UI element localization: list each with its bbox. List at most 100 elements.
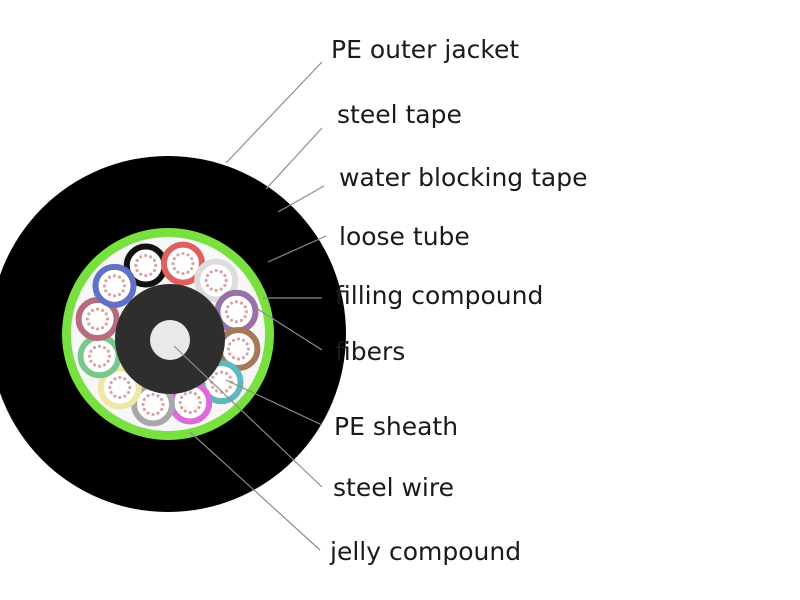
leader-line-loose-tube	[267, 235, 327, 263]
fiber	[117, 292, 122, 297]
green-tube	[77, 334, 122, 379]
fiber	[135, 268, 139, 273]
fiber	[197, 395, 201, 400]
fiber	[152, 268, 157, 273]
fiber	[224, 389, 229, 393]
label-water-blocking-tape: water blocking tape	[339, 163, 588, 192]
fiber	[152, 258, 157, 263]
fiber	[106, 359, 110, 363]
fiber	[183, 392, 187, 396]
blue-tube	[92, 263, 137, 308]
fiber	[90, 326, 95, 330]
fiber	[87, 312, 91, 316]
fiber	[186, 270, 190, 274]
label-pe-outer-jacket: PE outer jacket	[331, 35, 519, 64]
fiber	[181, 271, 185, 276]
label-pe-sheath: PE sheath	[334, 412, 458, 441]
black-tube	[123, 243, 168, 288]
fiber	[106, 349, 110, 353]
fiber	[246, 347, 251, 351]
fiber	[228, 352, 232, 356]
leader-line-pe-outer-jacket	[225, 61, 323, 164]
fiber	[146, 411, 150, 415]
fiber	[209, 270, 213, 274]
fiber	[188, 410, 192, 415]
fiber	[205, 273, 210, 278]
fiber	[118, 395, 122, 400]
fiber	[139, 272, 143, 276]
fiber	[214, 268, 218, 273]
fiber	[176, 253, 180, 257]
fiber	[179, 395, 184, 400]
fiber	[171, 261, 175, 266]
fiber	[113, 377, 117, 381]
fiber	[226, 315, 230, 319]
fiber	[188, 390, 192, 395]
fiber	[117, 275, 122, 279]
fiber	[229, 318, 234, 323]
fiber	[211, 375, 215, 379]
fiber	[105, 317, 110, 321]
fiber	[239, 318, 244, 323]
fiber	[112, 294, 117, 298]
fiber	[179, 405, 184, 410]
leader-line-water-blocking-tape	[277, 185, 325, 213]
fiber	[139, 255, 143, 259]
fiber	[97, 344, 102, 348]
fiber	[104, 322, 108, 326]
fiber	[102, 363, 107, 367]
fiber	[89, 349, 93, 353]
fiber	[245, 342, 249, 346]
fiber	[191, 261, 195, 266]
steel-wire-core	[150, 320, 190, 360]
fiber	[109, 390, 113, 395]
fiber	[172, 266, 176, 271]
fiber	[228, 385, 232, 389]
fiber	[228, 375, 232, 379]
loose-tube-ring	[160, 241, 205, 286]
fiber	[118, 375, 122, 380]
fiber	[87, 354, 92, 358]
fiber	[243, 315, 247, 319]
fiber	[112, 274, 117, 278]
fiber	[154, 263, 158, 268]
fiber	[107, 275, 112, 279]
fiber	[223, 283, 227, 288]
fiber	[190, 266, 194, 271]
fiber	[92, 345, 97, 350]
fiber	[160, 397, 164, 402]
leader-line-fibers	[255, 307, 323, 351]
fiber	[104, 279, 108, 283]
loose-tube-ring	[75, 297, 120, 342]
fiber	[134, 263, 138, 268]
fiber	[239, 301, 244, 305]
fiber	[151, 392, 155, 397]
fiber	[197, 405, 201, 410]
fiber	[85, 317, 90, 321]
fiber	[126, 390, 131, 395]
component-labels: PE outer jacket steel tape water blockin…	[329, 35, 588, 566]
fiber	[151, 412, 155, 417]
fiber	[186, 253, 190, 257]
loose-tubes-group	[75, 241, 261, 427]
fiber	[102, 284, 107, 288]
fiber	[226, 305, 230, 309]
fiber	[241, 356, 246, 360]
leader-line-steel-wire	[173, 345, 323, 488]
fiber	[214, 288, 218, 293]
fiber	[142, 397, 146, 402]
fiber	[104, 312, 108, 316]
fiber	[198, 400, 202, 405]
fiber	[109, 380, 113, 385]
fiber	[231, 356, 236, 360]
fiber	[90, 308, 95, 312]
fiber	[243, 305, 247, 309]
fiber	[108, 385, 112, 390]
fiber	[244, 310, 249, 314]
fiber	[234, 320, 239, 324]
fiber	[176, 270, 180, 274]
leader-line-pe-sheath	[225, 379, 323, 426]
fiber	[156, 411, 160, 415]
fiber	[223, 273, 227, 278]
